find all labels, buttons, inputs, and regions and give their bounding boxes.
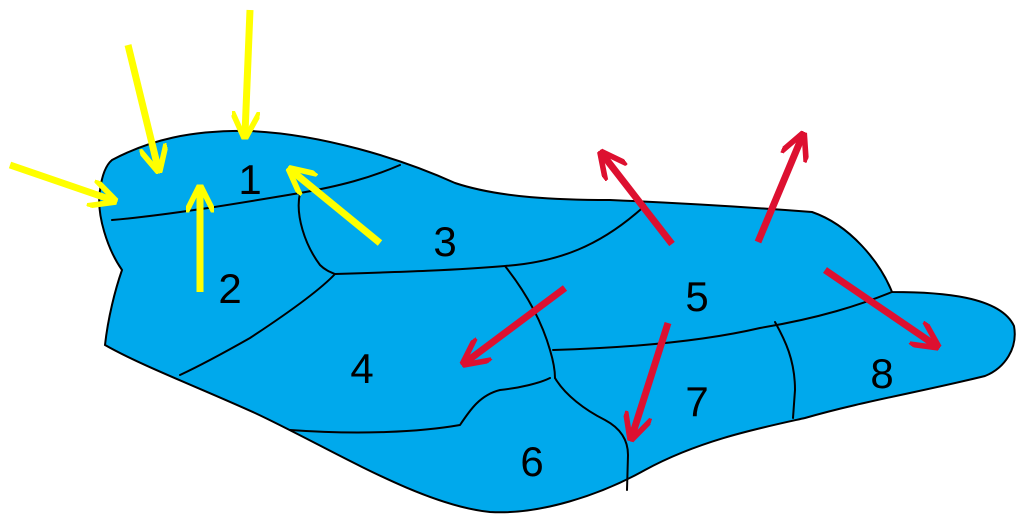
region-boundaries (111, 164, 893, 491)
boundary-4-6 (289, 377, 551, 434)
inflow-arrow (124, 44, 158, 168)
region-label-2: 2 (218, 265, 241, 312)
region-label-3: 3 (433, 218, 456, 265)
boundary-2-4 (179, 273, 336, 376)
region-label-8: 8 (870, 350, 893, 397)
region-label-5: 5 (685, 273, 708, 320)
boundary-4-5 (504, 265, 556, 379)
outflow-arrow (823, 267, 935, 345)
boundary-6-7 (554, 377, 629, 491)
landmass-shape (98, 129, 1016, 514)
region-labels: 1 2 3 4 5 6 7 8 (218, 156, 893, 485)
region-label-1: 1 (238, 156, 261, 203)
region-label-7: 7 (685, 378, 708, 425)
boundary-1-3 (297, 192, 336, 275)
inflow-arrow (292, 171, 383, 246)
inflow-arrows (8, 9, 383, 292)
outflow-arrow (466, 285, 568, 362)
region-label-4: 4 (350, 345, 373, 392)
inflow-arrow (245, 9, 250, 134)
boundary-5-7 (552, 291, 893, 351)
inflow-arrow (8, 161, 112, 200)
outflow-arrow (754, 137, 802, 244)
outflow-arrow (632, 321, 672, 436)
outflow-arrows (466, 137, 935, 436)
outflow-arrow (603, 155, 675, 247)
region-label-6: 6 (520, 438, 543, 485)
boundary-7-8 (774, 321, 796, 419)
